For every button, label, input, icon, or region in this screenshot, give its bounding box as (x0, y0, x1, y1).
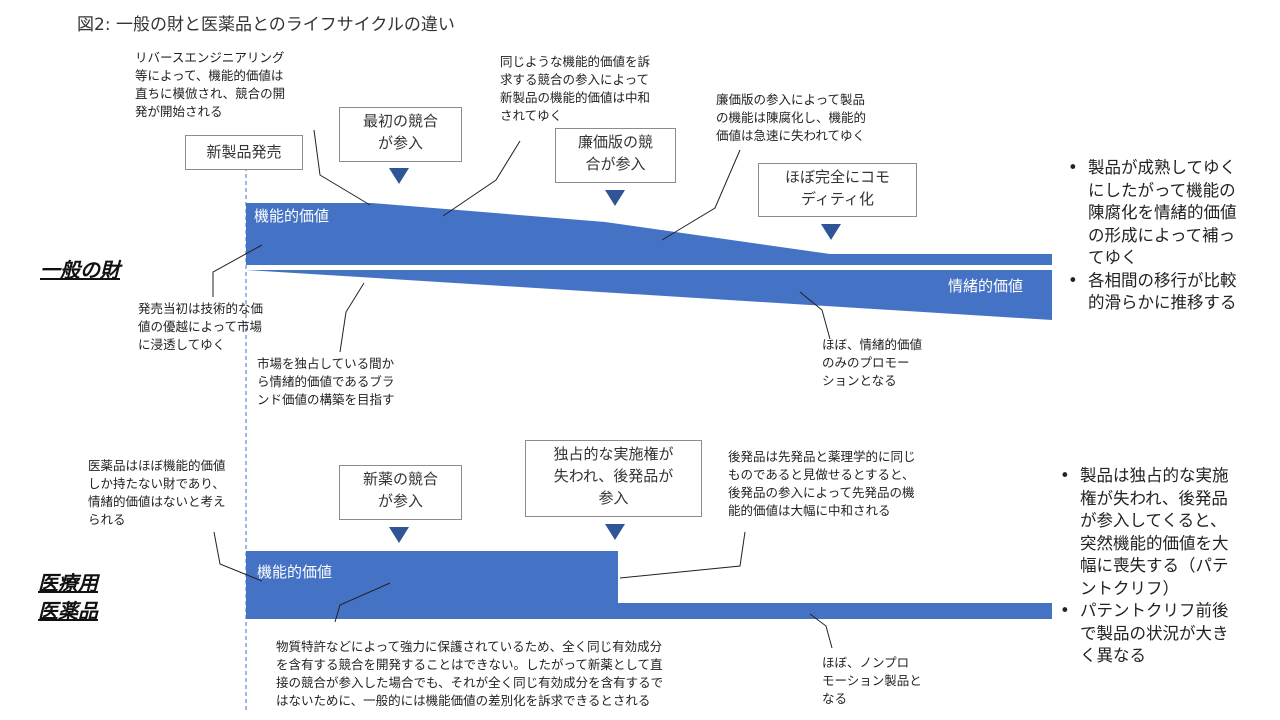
marker-commodity (821, 224, 841, 240)
marker-discount (605, 190, 625, 206)
general-bullet-item: 各相間の移行が比較 的滑らかに推移する (1062, 270, 1277, 315)
annotation-nonpromotion: ほぼ、ノンプロ モーション製品と なる (822, 655, 922, 706)
marker-new-drug (389, 527, 409, 543)
annotation-initial-penetration: 発売当初は技術的な価 値の優越によって市場 に浸透してゆく (138, 301, 264, 352)
pharma-functional-label: 機能的価値 (257, 563, 333, 581)
general-bullet-list: 製品が成熟してゆく にしたがって機能の 陳腐化を情緒的価値 の形成によって補っ … (1062, 157, 1277, 315)
box-discount: 廉価版の競 合が参入 (555, 128, 676, 183)
figure-title: 図2: 一般の財と医薬品とのライフサイクルの違い (77, 15, 455, 35)
pharma-bullet-list: 製品は独占的な実施 権が失われ、後発品 が参入してくると、 突然機能的価値を大 … (1054, 465, 1276, 668)
annotation-obsolete: 廉価版の参入によって製品 の機能は陳腐化し、機能的 価値は急速に失われてゆく (716, 92, 867, 143)
general-emotional-band (246, 270, 1052, 320)
box-launch: 新製品発売 (185, 135, 303, 170)
box-new-drug: 新薬の競合 が参入 (339, 465, 462, 520)
marker-exclusivity (605, 524, 625, 540)
annotation-only-functional: 医薬品はほぼ機能的価値 しか持たない財であり、 情緒的価値はないと考え られる (88, 458, 226, 527)
leader-same-value (442, 140, 521, 217)
pharma-functional-band (246, 551, 1052, 619)
leader-generic (619, 531, 746, 579)
general-bullet-item: 製品が成熟してゆく にしたがって機能の 陳腐化を情緒的価値 の形成によって補っ … (1062, 157, 1277, 270)
leader-emotional-promo (799, 291, 831, 340)
marker-first-competitor (389, 168, 409, 184)
general-functional-label: 機能的価値 (254, 207, 330, 225)
annotation-reverse-engineering: リバースエンジニアリング 等によって、機能的価値は 直ちに模倣され、競合の開 発… (135, 50, 286, 119)
general-functional-band (246, 203, 1052, 265)
box-commodity: ほぼ完全にコモ ディティ化 (758, 163, 917, 217)
general-goods-label: 一般の財 (40, 258, 120, 282)
general-emotional-label: 情緒的価値 (948, 277, 1024, 295)
annotation-same-value: 同じような機能的価値を訴 求する競合の参入によって 新製品の機能的価値は中和 さ… (500, 54, 651, 123)
annotation-emotional-promotion: ほぼ、情緒的価値 のみのプロモー ションとなる (822, 337, 923, 388)
pharma-bullet-item: 製品は独占的な実施 権が失われ、後発品 が参入してくると、 突然機能的価値を大 … (1054, 465, 1276, 600)
annotation-brand-building: 市場を独占している間か ら情緒的価値であるブラ ンド価値の構築を目指す (257, 356, 395, 407)
annotation-patent: 物質特許などによって強力に保護されているため、全く同じ有効成分 を含有する競合を… (276, 639, 664, 708)
leader-reverse (313, 129, 371, 206)
leader-obsolete (661, 149, 741, 241)
leader-nonpromo (809, 613, 833, 649)
pharma-label: 医療用 医薬品 (38, 571, 98, 623)
box-first-competitor: 最初の競合 が参入 (339, 107, 462, 162)
leader-only-functional (213, 531, 263, 582)
leader-initial (212, 244, 263, 297)
annotation-generic: 後発品は先発品と薬理学的に同じ ものであると見做せるとすると、 後発品の参入によ… (728, 449, 916, 518)
leader-brand (339, 282, 365, 353)
leader-patent (334, 582, 391, 623)
box-exclusivity: 独占的な実施権が 失われ、後発品が 参入 (525, 440, 702, 517)
pharma-bullet-item: パテントクリフ前後 で製品の状況が大き く異なる (1054, 600, 1276, 668)
